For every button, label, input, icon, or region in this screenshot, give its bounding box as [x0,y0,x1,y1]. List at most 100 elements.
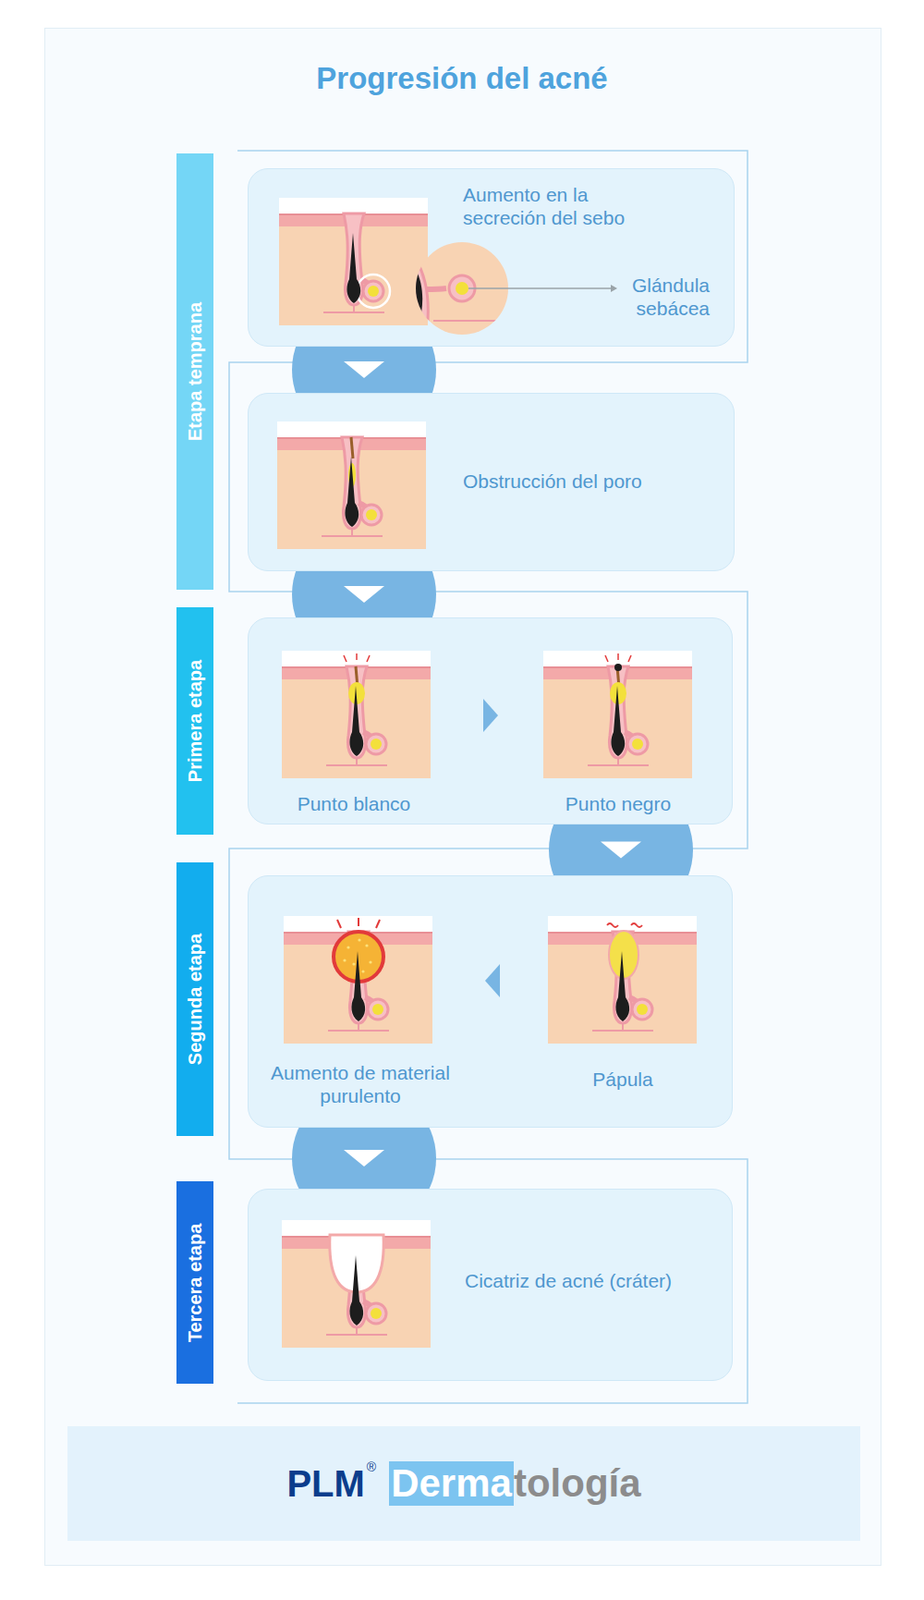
pus-dot [361,969,365,973]
redness-mark [631,923,643,927]
stage-label: Segunda etapa [184,933,207,1065]
pus-dot [346,945,350,949]
stage-box: Aumento de material purulentoPápula [247,875,733,1128]
diagram-title: Progresión del acné [0,60,924,97]
stage-band: Etapa temprana [176,153,214,590]
arrowhead [600,841,642,859]
stage-box: Obstrucción del poro [247,392,735,572]
callout-label: Glándula sebácea [607,273,710,320]
dermis [543,679,693,779]
arrowhead [343,585,385,603]
skin-illustration [543,650,693,779]
pus-dot [364,943,368,947]
follicle [387,224,428,348]
hair [349,1254,364,1326]
skin-surface [277,421,426,438]
zoom-content [387,224,508,348]
stage-box: Cicatriz de acné (cráter) [247,1188,733,1381]
step-arrow-head [483,698,499,732]
brand-suffix: tología [513,1460,642,1506]
irritation-mark [628,655,632,662]
sebum [632,738,644,750]
irritation-mark [343,655,347,662]
sebaceous-gland [365,733,387,754]
pore-plug [351,437,353,459]
follicle [343,213,365,305]
stage-box: Aumento en la secreción del seboGlándula… [247,168,735,347]
skin-surface [281,1219,431,1236]
skin-surface [547,915,697,932]
stage-box: Punto blancoPunto negro [247,617,733,825]
hair [610,685,625,756]
pus-dot [352,961,355,965]
arrowhead [343,361,385,378]
hair [396,252,423,327]
irritation-mark [605,655,608,662]
dermis [283,944,433,1044]
sebum [367,285,379,297]
registered-mark: ® [364,1458,390,1474]
skin-illustration [279,197,428,326]
step-label: Aumento de material purulento [258,1060,462,1107]
stage-band: Segunda etapa [176,862,214,1136]
skin-surface [281,650,431,667]
follicle [341,437,363,529]
pain-mark [376,919,380,928]
skin-illustration [277,421,426,549]
leader-line [468,287,613,290]
pus-dot [368,960,372,963]
brand-band: PLM®Dermatología [67,1425,861,1541]
dermis [279,226,428,326]
sebum [636,1003,648,1015]
pain-mark [357,917,360,926]
step-label: Punto blanco [261,791,447,815]
sebum [372,1003,384,1015]
sebaceous-gland [365,1302,387,1324]
skin-surface [279,197,428,214]
pain-mark [337,919,341,928]
sebum [370,1307,382,1319]
step-label: Obstrucción del poro [462,469,727,493]
stage-band: Primera etapa [176,607,214,835]
hair [351,950,365,1022]
pus-dot [357,937,361,941]
sebaceous-gland [361,504,382,525]
redness-mark [607,923,619,927]
step-arrow [481,696,500,734]
brand-highlight: Derma [389,1460,514,1506]
hair [615,950,630,1022]
pus-dot [342,958,346,961]
skin-surface [283,915,433,932]
sebum [455,281,469,295]
base-line [433,319,508,322]
follicle [346,666,367,758]
leader-arrowhead [610,284,618,292]
sebum [370,738,382,750]
arrowhead [343,1149,385,1167]
stage-bracket [229,150,748,1403]
sebaceous-gland [367,998,389,1020]
hair [346,232,361,304]
highlight-ring [356,274,390,308]
irritation-mark [617,653,620,660]
papule [608,930,639,979]
black-dot [614,663,622,671]
hair [349,685,364,756]
follicle [607,666,629,758]
gland-duct [425,288,447,290]
skin-illustration [547,915,697,1044]
stage-band: Tercera etapa [176,1180,214,1384]
sebaceous-gland [363,280,384,302]
dermis [281,1248,431,1348]
skin-illustration [283,915,433,1044]
step-arrow-head [485,963,500,997]
dermis [281,679,431,779]
sebaceous-gland [632,998,653,1020]
dermis [277,449,426,549]
skin-illustration [281,1219,431,1348]
dermis [547,944,697,1044]
step-label: Cicatriz de acné (cráter) [464,1268,733,1292]
step-arrow [483,961,502,999]
stage-label: Primera etapa [184,659,207,782]
